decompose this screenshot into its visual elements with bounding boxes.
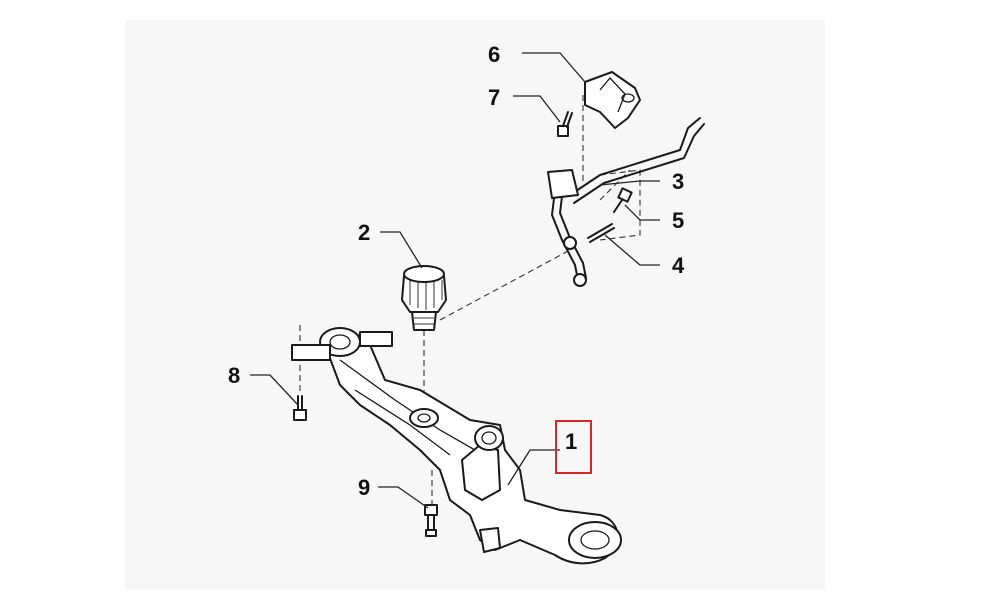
bracket-6-part <box>584 71 641 129</box>
callout-4: 4 <box>672 253 685 278</box>
callout-6: 6 <box>488 42 500 67</box>
callout-1-highlight-box <box>555 420 592 474</box>
link-bolt-part <box>587 223 615 243</box>
bolt-7-part <box>557 111 573 137</box>
callout-1: 1 <box>565 429 577 454</box>
callout-2: 2 <box>358 220 370 245</box>
leader-lines <box>250 52 660 509</box>
bolt-5-part <box>613 187 633 213</box>
callout-7: 7 <box>488 85 500 110</box>
callout-8: 8 <box>228 363 240 388</box>
bolt-8-part <box>293 395 307 421</box>
drop-link-part <box>547 169 587 287</box>
callout-3: 3 <box>672 169 684 194</box>
anti-roll-bar-part <box>569 117 705 204</box>
callout-9: 9 <box>358 475 370 500</box>
subframe-arm-part <box>291 327 622 565</box>
bump-stop-part <box>401 265 447 331</box>
callout-5: 5 <box>672 208 684 233</box>
